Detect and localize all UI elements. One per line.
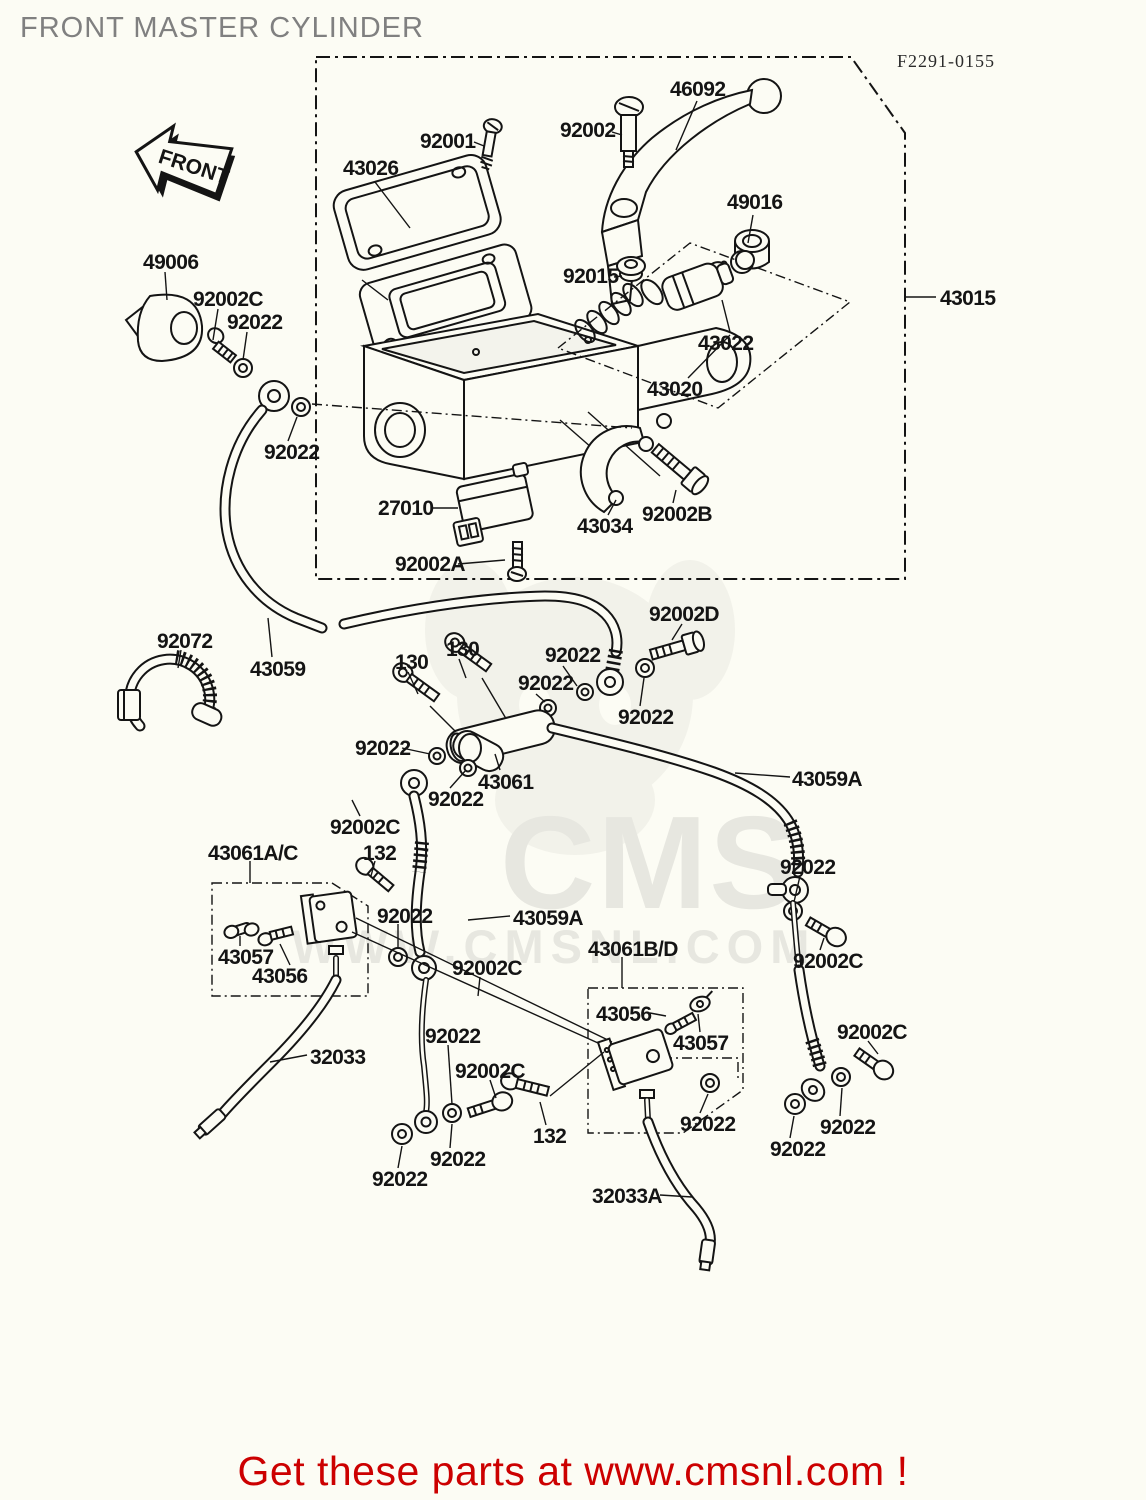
- handlebar-clamp-drawing: [579, 425, 654, 514]
- part-number-label: 46092: [670, 78, 726, 101]
- part-number-label: 92022: [355, 737, 411, 760]
- part-number-label: 27010: [378, 497, 434, 520]
- part-number-label: 130: [395, 651, 429, 674]
- part-number-label: 43020: [647, 378, 703, 401]
- part-number-label: 92022: [680, 1113, 736, 1136]
- clamp-bolt-drawing: [650, 442, 710, 496]
- footer-shop-link[interactable]: Get these parts at www.cmsnl.com !: [237, 1448, 909, 1494]
- part-number-label: 92022: [518, 672, 574, 695]
- front-direction-arrow: FRONT: [134, 122, 236, 202]
- watermark-logo-text: CMS: [500, 789, 799, 936]
- part-number-label: 92022: [264, 441, 320, 464]
- part-number-label: 43026: [343, 157, 399, 180]
- part-number-label: 92002C: [330, 816, 401, 839]
- banjo-bolt-92002D-drawing: [648, 630, 706, 661]
- part-number-label: 43061: [478, 771, 534, 794]
- part-number-label: 92022: [430, 1148, 486, 1171]
- part-number-label: 132: [363, 842, 397, 865]
- lever-pivot-screw-drawing: [614, 96, 644, 168]
- part-number-label: 43015: [940, 287, 996, 310]
- middle-hose-drawing: [391, 790, 514, 1145]
- part-number-label: 132: [533, 1125, 567, 1148]
- part-number-label: 92022: [618, 706, 674, 729]
- part-number-label: 49016: [727, 191, 783, 214]
- part-number-label: 43057: [673, 1032, 729, 1055]
- page-title: FRONT MASTER CYLINDER: [20, 12, 424, 44]
- part-number-label: 43057: [218, 946, 274, 969]
- brake-switch-drawing: [452, 461, 534, 547]
- part-number-label: 43056: [252, 965, 308, 988]
- hose-32033A-drawing: [642, 1116, 716, 1272]
- hose-clamp-drawing: [117, 650, 223, 732]
- part-number-label: 92002C: [193, 288, 264, 311]
- upper-banjo-fitting-drawing: [207, 327, 633, 429]
- part-number-label: 32033: [310, 1046, 366, 1069]
- part-number-label: 92001: [420, 130, 476, 153]
- part-number-label: 43059A: [792, 768, 863, 791]
- switch-assembly-BD-drawing: [500, 987, 744, 1134]
- part-number-label: 130: [446, 638, 480, 661]
- switch-screw-drawing: [507, 541, 527, 582]
- fiche-code: F2291-0155: [897, 51, 996, 71]
- cap-screw-drawing: [480, 118, 503, 171]
- part-number-label: 92022: [780, 856, 836, 879]
- part-number-label: 92022: [820, 1116, 876, 1139]
- part-number-label: 92015: [563, 265, 619, 288]
- part-number-label: 43061A/C: [208, 842, 298, 865]
- part-number-label: 92022: [425, 1025, 481, 1048]
- brake-hose-43059-drawing: [219, 404, 624, 696]
- part-number-label: 43061B/D: [588, 938, 678, 961]
- part-number-label: 92002D: [649, 603, 720, 626]
- part-number-label: 92002A: [395, 553, 466, 576]
- part-number-label: 92002C: [455, 1060, 526, 1083]
- part-number-label: 92072: [157, 630, 213, 653]
- switch-assembly-AC-drawing: [211, 856, 619, 1053]
- leader-lines: [164, 100, 879, 1198]
- part-number-label: 92002: [560, 119, 616, 142]
- master-cylinder-body-drawing: [360, 312, 752, 481]
- part-number-label: 92022: [227, 311, 283, 334]
- part-number-label: 92022: [377, 905, 433, 928]
- part-number-label: 32033A: [592, 1185, 663, 1208]
- hose-joint-43061-drawing: [392, 632, 556, 797]
- footer-banner: Get these parts at www.cmsnl.com !: [0, 1448, 1146, 1495]
- assembly-border-box: [315, 56, 936, 580]
- part-number-label: 92002C: [793, 950, 864, 973]
- part-number-label: 92002C: [837, 1021, 908, 1044]
- part-number-label: 43022: [698, 332, 754, 355]
- part-number-label: 43056: [596, 1003, 652, 1026]
- rubber-boot-drawing: [124, 293, 204, 363]
- part-number-label: 92022: [372, 1168, 428, 1191]
- locknut-drawing: [616, 256, 646, 282]
- part-number-label: 92002B: [642, 503, 713, 526]
- part-number-label: 49006: [143, 251, 199, 274]
- part-number-label: 92022: [545, 644, 601, 667]
- part-number-label: 92022: [770, 1138, 826, 1161]
- right-hose-drawing: [546, 722, 895, 1115]
- part-number-label: 43059A: [513, 907, 584, 930]
- part-number-label: 43034: [577, 515, 633, 538]
- piston-kit-drawing: [556, 242, 852, 409]
- part-number-label: 43059: [250, 658, 306, 681]
- part-number-label: 92002C: [452, 957, 523, 980]
- part-number-label: 92022: [428, 788, 484, 811]
